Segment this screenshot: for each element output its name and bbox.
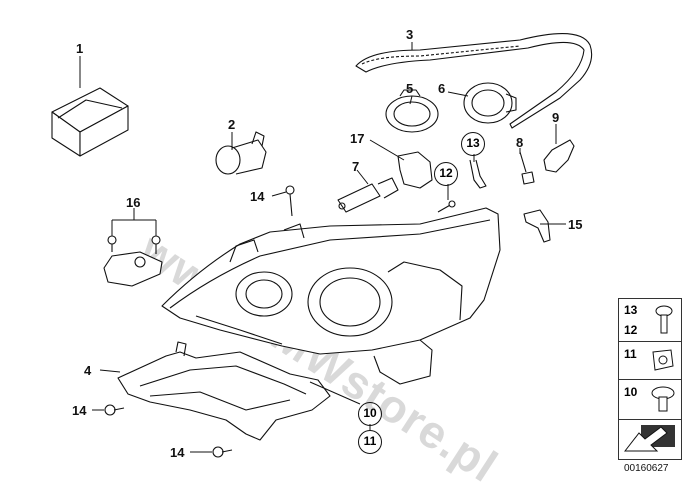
bolt-icon bbox=[651, 386, 675, 412]
callout-5: 5 bbox=[406, 81, 414, 96]
screw-icon bbox=[655, 305, 673, 334]
legend-label-13: 13 bbox=[624, 303, 638, 317]
callout-9: 9 bbox=[552, 110, 560, 125]
callout-2: 2 bbox=[228, 117, 236, 132]
legend-label-11: 11 bbox=[624, 347, 637, 361]
part-17-bracket bbox=[397, 151, 433, 189]
arrow-icon bbox=[623, 425, 675, 452]
part-12-screw bbox=[437, 200, 456, 213]
headlight-housing bbox=[161, 207, 501, 385]
callout-8: 8 bbox=[516, 135, 524, 150]
legend-arrow-row bbox=[619, 419, 681, 459]
leader-lines bbox=[79, 42, 566, 453]
callout-14-top: 14 bbox=[250, 189, 265, 204]
part-3-trim bbox=[355, 33, 593, 129]
fastener-legend: 13 12 11 10 bbox=[618, 298, 682, 460]
part-2-socket bbox=[215, 131, 267, 175]
image-number: 00160627 bbox=[624, 463, 669, 474]
callout-13-circled: 13 bbox=[461, 132, 485, 156]
callout-7: 7 bbox=[352, 159, 360, 174]
part-9-socket bbox=[543, 139, 575, 173]
part-15-clip bbox=[523, 209, 551, 243]
part-13-post bbox=[469, 159, 487, 189]
part-6-ring bbox=[463, 82, 517, 124]
callout-10-circled: 10 bbox=[358, 402, 382, 426]
callout-6: 6 bbox=[438, 81, 446, 96]
part-14-screw-top bbox=[285, 185, 295, 217]
part-7-bulb bbox=[337, 177, 399, 213]
legend-label-12: 12 bbox=[624, 323, 638, 337]
callout-11-circled: 11 bbox=[358, 430, 382, 454]
callout-15: 15 bbox=[568, 217, 583, 232]
callout-12-circled: 12 bbox=[434, 162, 458, 186]
part-8-bulb bbox=[519, 151, 535, 185]
callout-1: 1 bbox=[76, 41, 84, 56]
part-1-box bbox=[51, 87, 129, 157]
legend-row-10: 10 bbox=[619, 379, 681, 420]
callout-17: 17 bbox=[350, 131, 365, 146]
callout-16: 16 bbox=[126, 195, 141, 210]
part-14-screw-left bbox=[104, 404, 125, 416]
clip-nut-icon bbox=[652, 349, 674, 371]
callout-3: 3 bbox=[406, 27, 414, 42]
part-4-bracket bbox=[117, 341, 331, 441]
callout-4: 4 bbox=[84, 363, 92, 378]
part-16-bracket bbox=[103, 235, 163, 287]
legend-row-13-12: 13 12 bbox=[619, 299, 681, 342]
callout-14-bottom: 14 bbox=[170, 445, 185, 460]
legend-label-10: 10 bbox=[624, 385, 638, 399]
part-14-screw-bottom bbox=[212, 446, 233, 458]
legend-row-11: 11 bbox=[619, 341, 681, 380]
callout-14-left: 14 bbox=[72, 403, 87, 418]
